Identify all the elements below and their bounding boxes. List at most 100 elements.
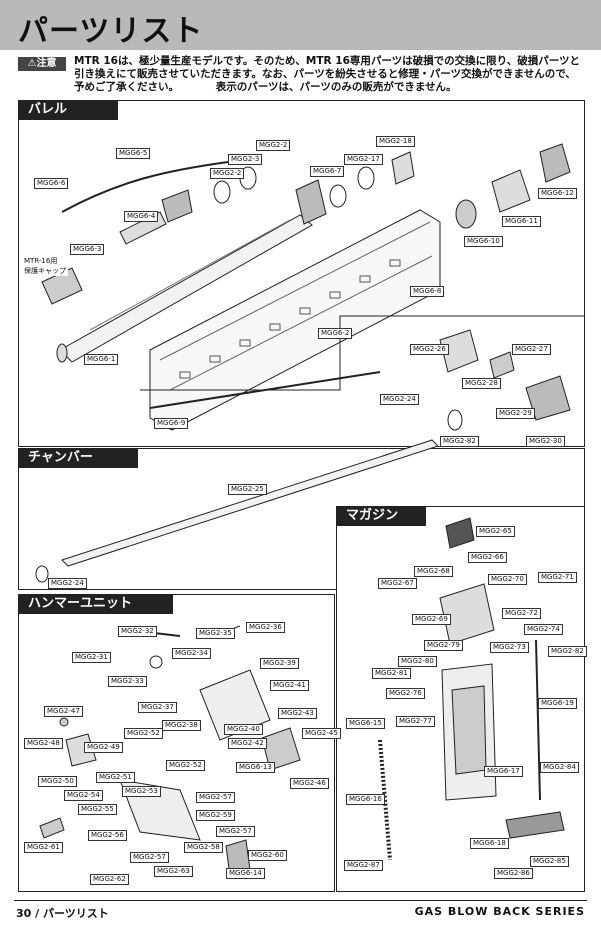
- part-tag: MGG6-11: [502, 216, 541, 227]
- part-tag: MGG2-71: [538, 572, 577, 583]
- part-tag: MGG2-30: [526, 436, 565, 447]
- part-tag: MGG6-3: [70, 244, 105, 255]
- part-tag: MGG2-52: [166, 760, 205, 771]
- part-tag: MGG2-50: [38, 776, 77, 787]
- part-tag: MGG2-25: [228, 484, 267, 495]
- part-tag: MGG2-57: [196, 792, 235, 803]
- part-tag: MGG2-38: [162, 720, 201, 731]
- part-tag: MGG2-59: [196, 810, 235, 821]
- footer-page-label: 30 / パーツリスト: [16, 907, 109, 920]
- section-hammer: ハンマーユニット: [18, 594, 173, 614]
- part-tag: MGG2-2: [210, 168, 245, 179]
- page-title: パーツリスト: [18, 14, 204, 49]
- part-tag: MGG6-19: [538, 698, 577, 709]
- part-tag: MGG2-42: [228, 738, 267, 749]
- part-tag: MGG2-63: [154, 866, 193, 877]
- part-tag: MGG2-24: [48, 578, 87, 589]
- section-magazine: マガジン: [336, 506, 426, 526]
- part-tag: MGG2-54: [64, 790, 103, 801]
- section-barrel: バレル: [18, 100, 118, 120]
- part-tag: MGG2-40: [224, 724, 263, 735]
- part-tag: MGG2-76: [386, 688, 425, 699]
- part-tag: MGG2-51: [96, 772, 135, 783]
- footer-divider: [14, 900, 587, 901]
- part-tag: MGG2-26: [410, 344, 449, 355]
- part-tag: MGG6-14: [226, 868, 265, 879]
- part-tag: MGG2-81: [372, 668, 411, 679]
- part-tag: MGG6-7: [310, 166, 345, 177]
- part-tag: MGG2-87: [344, 860, 383, 871]
- part-tag: MGG2-57: [130, 852, 169, 863]
- part-tag: MGG2-66: [468, 552, 507, 563]
- part-tag: MGG2-3: [228, 154, 263, 165]
- part-tag: MGG2-32: [118, 626, 157, 637]
- part-tag: MGG2-58: [184, 842, 223, 853]
- part-tag: MGG2-84: [540, 762, 579, 773]
- part-tag: MGG6-18: [470, 838, 509, 849]
- part-tag: MGG2-2: [256, 140, 291, 151]
- part-tag: MGG2-77: [396, 716, 435, 727]
- title-bar: パーツリスト: [0, 0, 601, 50]
- part-tag: MGG2-47: [44, 706, 83, 717]
- part-tag: MGG6-10: [464, 236, 503, 247]
- part-tag: MGG2-80: [398, 656, 437, 667]
- footer-series: GAS BLOW BACK SERIES: [414, 905, 585, 918]
- part-tag: MGG2-33: [108, 676, 147, 687]
- mtr-cap-label: MTR-16用 保護キャップ: [22, 256, 68, 276]
- part-tag: MGG2-55: [78, 804, 117, 815]
- part-tag: MGG2-72: [502, 608, 541, 619]
- part-tag: MGG2-46: [290, 778, 329, 789]
- part-tag: MGG2-34: [172, 648, 211, 659]
- part-tag: MGG2-36: [246, 622, 285, 633]
- part-tag: MGG2-57: [216, 826, 255, 837]
- part-tag: MGG2-52: [124, 728, 163, 739]
- part-tag: MGG6-17: [484, 766, 523, 777]
- notice-tag: ⚠注意: [18, 57, 66, 71]
- part-tag: MGG6-12: [538, 188, 577, 199]
- part-tag: MGG2-31: [72, 652, 111, 663]
- part-tag: MGG6-5: [116, 148, 151, 159]
- footer: 30 / パーツリスト GAS BLOW BACK SERIES: [0, 900, 601, 926]
- part-tag: MGG2-49: [84, 742, 123, 753]
- part-tag: MGG2-73: [490, 642, 529, 653]
- part-tag: MGG6-9: [154, 418, 189, 429]
- part-tag: MGG2-86: [494, 868, 533, 879]
- part-tag: MGG2-74: [524, 624, 563, 635]
- part-tag: MGG2-62: [90, 874, 129, 885]
- part-tag: MGG2-17: [344, 154, 383, 165]
- part-tag: MGG2-27: [512, 344, 551, 355]
- part-tag: MGG2-69: [412, 614, 451, 625]
- part-tag: MGG2-29: [496, 408, 535, 419]
- part-tag: MGG2-70: [488, 574, 527, 585]
- part-tag: MGG2-65: [476, 526, 515, 537]
- part-tag: MGG2-61: [24, 842, 63, 853]
- part-tag: MGG2-68: [414, 566, 453, 577]
- part-tag: MGG2-24: [380, 394, 419, 405]
- part-tag: MGG2-43: [278, 708, 317, 719]
- part-tag: MGG2-48: [24, 738, 63, 749]
- part-tag: MGG2-53: [122, 786, 161, 797]
- section-chamber: チャンバー: [18, 448, 138, 468]
- notice-text: MTR 16は、極少量生産モデルです。そのため、MTR 16専用パーツは破損での…: [74, 55, 581, 93]
- part-tag: MGG6-13: [236, 762, 275, 773]
- part-tag: MGG6-15: [346, 718, 385, 729]
- part-tag: MGG2-60: [248, 850, 287, 861]
- part-tag: MGG6-2: [318, 328, 353, 339]
- part-tag: MGG2-28: [462, 378, 501, 389]
- part-tag: MGG6-16: [346, 794, 385, 805]
- part-tag: MGG2-56: [88, 830, 127, 841]
- part-tag: MGG2-85: [530, 856, 569, 867]
- part-tag: MGG2-41: [270, 680, 309, 691]
- part-tag: MGG6-1: [84, 354, 119, 365]
- part-tag: MGG2-82: [440, 436, 479, 447]
- part-tag: MGG2-79: [424, 640, 463, 651]
- part-tag: MGG2-18: [376, 136, 415, 147]
- part-tag: MGG2-37: [138, 702, 177, 713]
- part-tag: MGG2-39: [260, 658, 299, 669]
- part-tag: MGG2-45: [302, 728, 341, 739]
- part-tag: MGG2-67: [378, 578, 417, 589]
- part-tag: MGG2-35: [196, 628, 235, 639]
- part-tag: MGG6-4: [124, 211, 159, 222]
- part-tag: MGG2-82: [548, 646, 587, 657]
